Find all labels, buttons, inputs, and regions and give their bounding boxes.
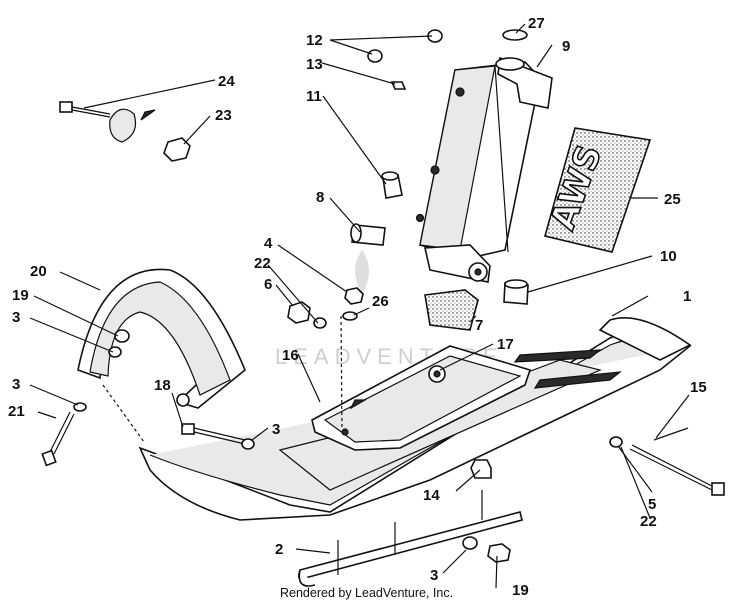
callout-11: 11 — [306, 88, 322, 105]
callout-10: 10 — [660, 248, 677, 265]
callout-5: 5 — [648, 496, 656, 513]
aws-decal: AWS — [542, 127, 652, 253]
callout-24: 24 — [218, 73, 235, 90]
callout-21: 21 — [8, 403, 25, 420]
bolt-21 — [41, 411, 75, 467]
callout-27: 27 — [528, 15, 545, 32]
bushing-11 — [381, 171, 403, 199]
bolt-15 — [609, 427, 725, 496]
callout-22a: 22 — [254, 255, 271, 272]
bushing-8 — [350, 223, 386, 246]
bolt-24 — [59, 101, 191, 162]
leader-lines — [29, 23, 690, 589]
callout-6: 6 — [264, 276, 272, 293]
small-fasteners — [73, 287, 511, 563]
callout-labels: 1 2 3 3 3 3 4 5 6 7 8 9 10 11 12 13 14 1… — [8, 15, 707, 599]
callout-23: 23 — [215, 107, 232, 124]
wear-bar-2 — [298, 490, 523, 587]
credit-text: Rendered by LeadVenture, Inc. — [280, 586, 453, 600]
callout-19b: 19 — [512, 582, 529, 599]
callout-14: 14 — [423, 487, 440, 504]
spindle-block-7 — [424, 289, 479, 331]
callout-8: 8 — [316, 189, 324, 206]
callout-13: 13 — [306, 56, 323, 73]
fasteners-top — [367, 29, 528, 90]
callout-3c: 3 — [12, 309, 20, 326]
callout-4: 4 — [264, 235, 273, 252]
callout-7: 7 — [475, 317, 483, 334]
bolt-18 — [181, 423, 255, 450]
callout-26: 26 — [372, 293, 389, 310]
callout-19a: 19 — [12, 287, 29, 304]
bushing-10 — [503, 279, 529, 305]
callout-9: 9 — [562, 38, 570, 55]
callout-16: 16 — [282, 347, 299, 364]
spindle-assembly — [415, 56, 553, 283]
callout-20: 20 — [30, 263, 47, 280]
callout-15: 15 — [690, 379, 707, 396]
callout-17: 17 — [497, 336, 514, 353]
callout-12: 12 — [306, 32, 323, 49]
callout-3d: 3 — [430, 567, 438, 584]
callout-18: 18 — [154, 377, 171, 394]
ski-handle-20 — [77, 268, 246, 409]
callout-1: 1 — [683, 288, 691, 305]
callout-3b: 3 — [272, 421, 280, 438]
callout-22b: 22 — [640, 513, 657, 530]
callout-25: 25 — [664, 191, 681, 208]
callout-3a: 3 — [12, 376, 20, 393]
callout-2: 2 — [275, 541, 283, 558]
saddle-16 — [311, 345, 532, 451]
